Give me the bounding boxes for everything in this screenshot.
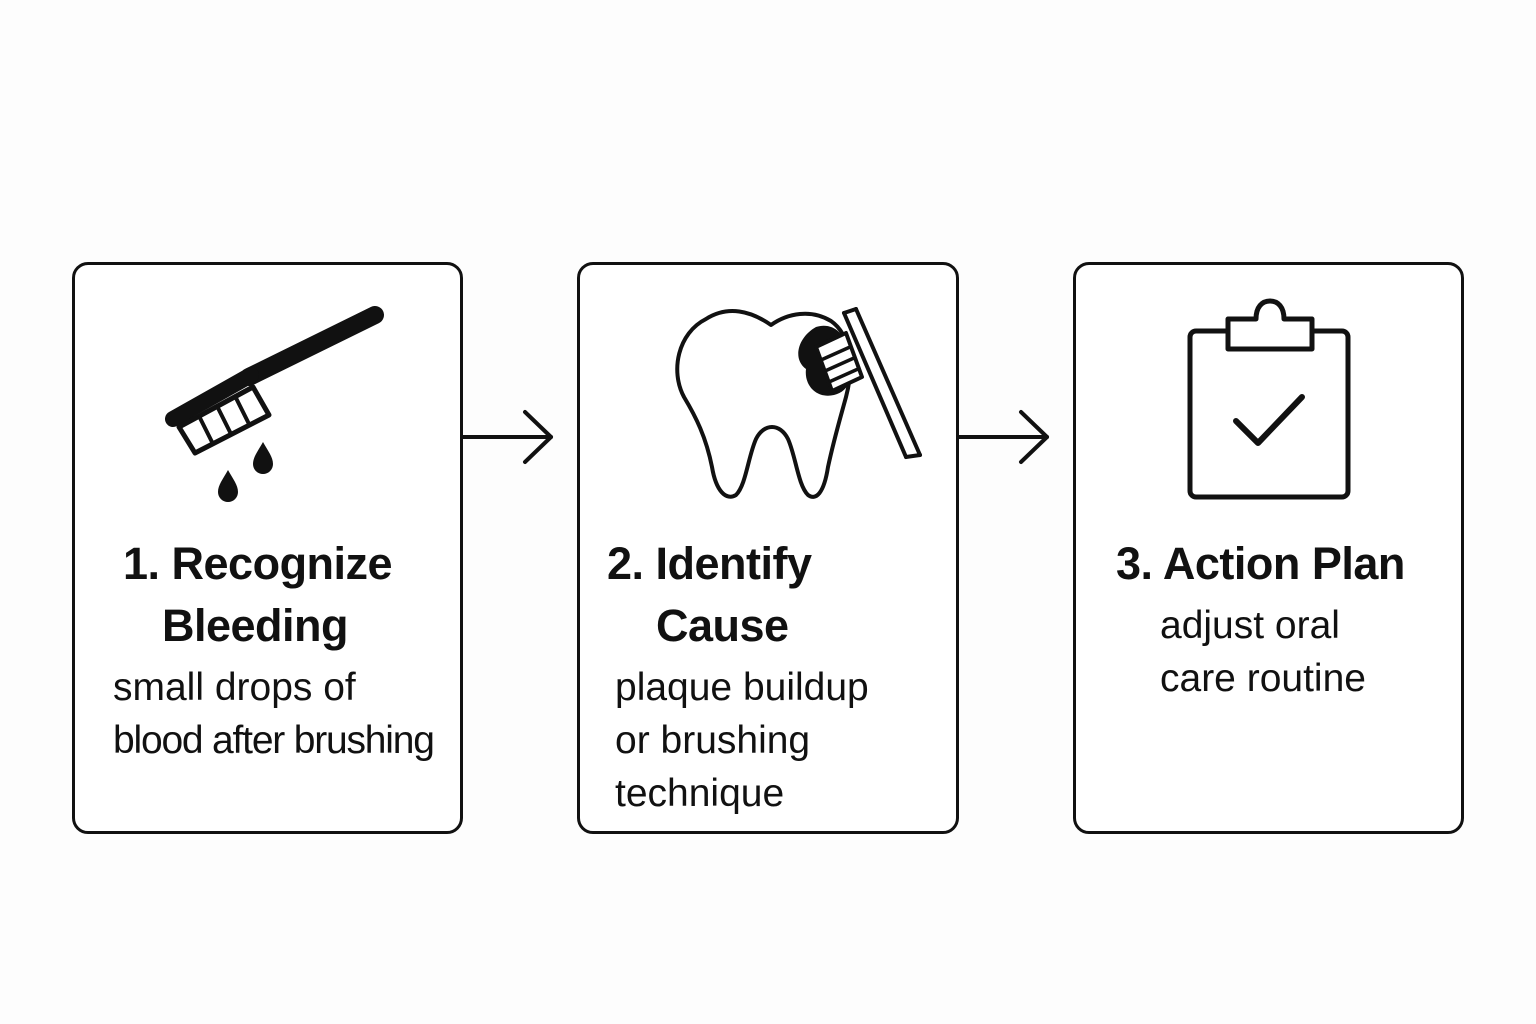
step-2-title-line-1: 2. Identify [607,538,812,589]
step-2-title-line-2: Cause [656,600,789,651]
step-3-title: 3. Action Plan [1116,538,1405,589]
step-2-description-line-3: technique [615,772,785,815]
step-3-description-line-1: adjust oral [1160,604,1340,647]
arrow-right-icon [463,410,553,464]
arrow-right-icon [959,410,1049,464]
step-card-recognize-bleeding: 1. Recognize Bleeding small drops of blo… [72,262,463,834]
step-card-identify-cause: 2. Identify Cause plaque buildup or brus… [577,262,959,834]
step-2-description-line-2: or brushing [615,719,811,762]
step-card-action-plan: 3. Action Plan adjust oral care routine [1073,262,1464,834]
step-1-title-line-1: 1. Recognize [123,538,393,589]
toothbrush-bleeding-icon [165,306,384,502]
step-1-description-line-1: small drops of [113,666,356,709]
clipboard-check-icon [1187,298,1351,500]
step-2-description-line-1: plaque buildup [615,666,869,709]
step-3-description-line-2: care routine [1160,657,1366,700]
step-1-description-line-2: blood after brushing [113,719,435,762]
step-1-title-line-2: Bleeding [162,600,349,651]
tooth-plaque-brush-icon [675,307,922,499]
